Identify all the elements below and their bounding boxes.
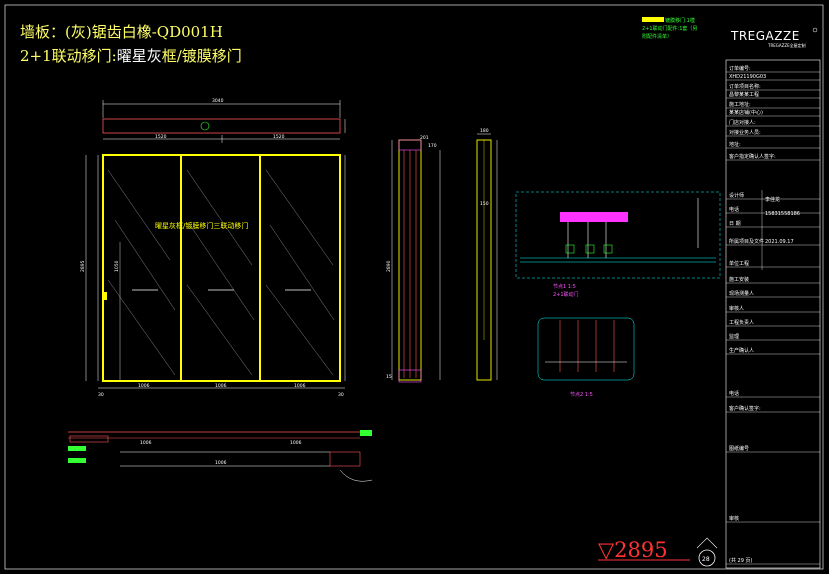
page-title-line1: 墙板：(灰)锯齿白橡-QD001H xyxy=(20,23,223,41)
title-block-row: 图纸编号 xyxy=(729,445,749,452)
title-block-row: 电话 xyxy=(729,390,739,397)
dim-top-left: 1520 xyxy=(155,134,167,140)
title-block-row: XHD21190G03 xyxy=(729,74,766,80)
title-block-row: 电话 xyxy=(729,206,739,213)
title-block-row: 订单项目名称: xyxy=(729,83,761,90)
dim-side-height: 2890 xyxy=(386,260,392,272)
title-block-row: 现场测量人 xyxy=(729,290,754,297)
title-block: 订单编号: XHD21190G03 订单项目名称:昌黎某某工程施工地址:某某店铺(中… xyxy=(725,59,821,569)
tb-date-value: 2021.09.17 xyxy=(765,239,794,245)
title-block-row: 工程负责人 xyxy=(729,319,754,326)
note-marker xyxy=(642,17,664,22)
dim-handle-height: 1050 xyxy=(114,260,120,272)
title-block-row: 单位工程 xyxy=(729,260,749,267)
elevation-marker: ▽2895 xyxy=(598,538,668,562)
plan-dim-a: 1006 xyxy=(140,440,152,446)
tb-designer-value: 李佳龙 xyxy=(765,196,780,203)
title-block-row: 门店对接人: xyxy=(729,119,756,126)
note-line3: 附配件清单） xyxy=(642,33,672,40)
node1-label: 节点1 1:5 xyxy=(553,284,576,290)
brand-logo: TREGAZZE xyxy=(730,29,800,43)
registered-mark-icon xyxy=(812,27,818,33)
page-title-line2: 2+1联动移门:曜星灰框/镀膜移门 xyxy=(20,47,242,65)
dim-height: 2895 xyxy=(80,260,86,272)
lock-marker xyxy=(104,292,107,300)
dim-right-end: 30 xyxy=(338,392,344,398)
title-block-row: 地址: xyxy=(729,141,741,148)
dim-side-top-b: 170 xyxy=(428,143,437,149)
front-view: 3040 1520 1520 xyxy=(80,98,346,398)
sheet-arrow-icon xyxy=(696,537,718,549)
sheet-border xyxy=(4,4,824,570)
dim-bottom-left: 1006 xyxy=(138,383,150,389)
sheet-number-circle xyxy=(698,549,716,567)
dim-right-top: 180 xyxy=(480,128,489,134)
title-block-row: 客户指定确认人签字: xyxy=(729,153,776,160)
top-track xyxy=(102,118,341,134)
title-block-row: 昌黎某某工程 xyxy=(729,91,759,98)
node1-sublabel: 2+1联动门 xyxy=(553,291,579,298)
note-line2: 2+1联动门配件:1套（另 xyxy=(642,25,697,32)
title-block-row: 施工地址: xyxy=(729,101,751,108)
plan-dim-c: 1006 xyxy=(215,460,227,466)
sheet-number: 28 xyxy=(702,556,710,563)
title-line2-prefix: 2+1联动移门: xyxy=(20,47,117,65)
tb-phone-value: 15831558186 xyxy=(765,211,800,217)
title-block-row: 所属项目及文件 xyxy=(729,238,764,245)
title-block-row: 施工安装 xyxy=(729,276,749,283)
dim-left-end: 30 xyxy=(98,392,104,398)
note-line1: 镀膜移门:1樘 xyxy=(665,17,695,24)
dim-side-bottom: 15 xyxy=(386,374,392,380)
title-line2-suffix: 框/镀膜移门 xyxy=(162,47,242,65)
title-line2-highlight: 曜星灰 xyxy=(117,47,162,65)
brand-subtitle: TREGAZZE全屋定制 xyxy=(767,42,806,48)
dim-side-top-a: 201 xyxy=(420,135,429,141)
detail-node-1: 节点1 1:5 2+1联动门 xyxy=(515,191,721,298)
title-block-row: 客户确认签字: xyxy=(729,405,761,412)
track-detail-icon xyxy=(200,121,210,131)
dim-overall-width: 3040 xyxy=(212,98,224,104)
title-block-row: 监理 xyxy=(729,333,739,340)
door-label: 曜星灰框/镀膜移门三联动移门 xyxy=(155,221,248,230)
dim-side-mid: 150 xyxy=(480,201,489,207)
title-block-row: 生产确认人 xyxy=(729,347,754,354)
side-view: 2890 201 170 15 180 150 xyxy=(386,128,498,383)
plan-view: 1006 1006 1006 xyxy=(68,430,373,482)
title-block-row: 订单编号: xyxy=(729,65,751,72)
title-block-row: 设计师 xyxy=(729,192,744,199)
door-outer-frame xyxy=(102,154,341,382)
title-block-row: 审核 xyxy=(729,515,739,522)
title-block-row: 审核人 xyxy=(729,305,744,312)
node2-label: 节点2 1:5 xyxy=(570,392,593,398)
title-block-row: 日 期 xyxy=(729,221,741,227)
dim-bottom-mid: 1006 xyxy=(215,383,227,389)
dim-top-right: 1520 xyxy=(273,134,285,140)
detail-node-2: 节点2 1:5 xyxy=(537,317,635,398)
title-block-row: 某某店铺(中心) xyxy=(729,109,763,116)
plan-dim-b: 1006 xyxy=(290,440,302,446)
title-block-row: 对接业务人员: xyxy=(729,129,761,136)
title-block-row: (共 29 页) xyxy=(729,557,752,564)
dim-bottom-right: 1006 xyxy=(294,383,306,389)
